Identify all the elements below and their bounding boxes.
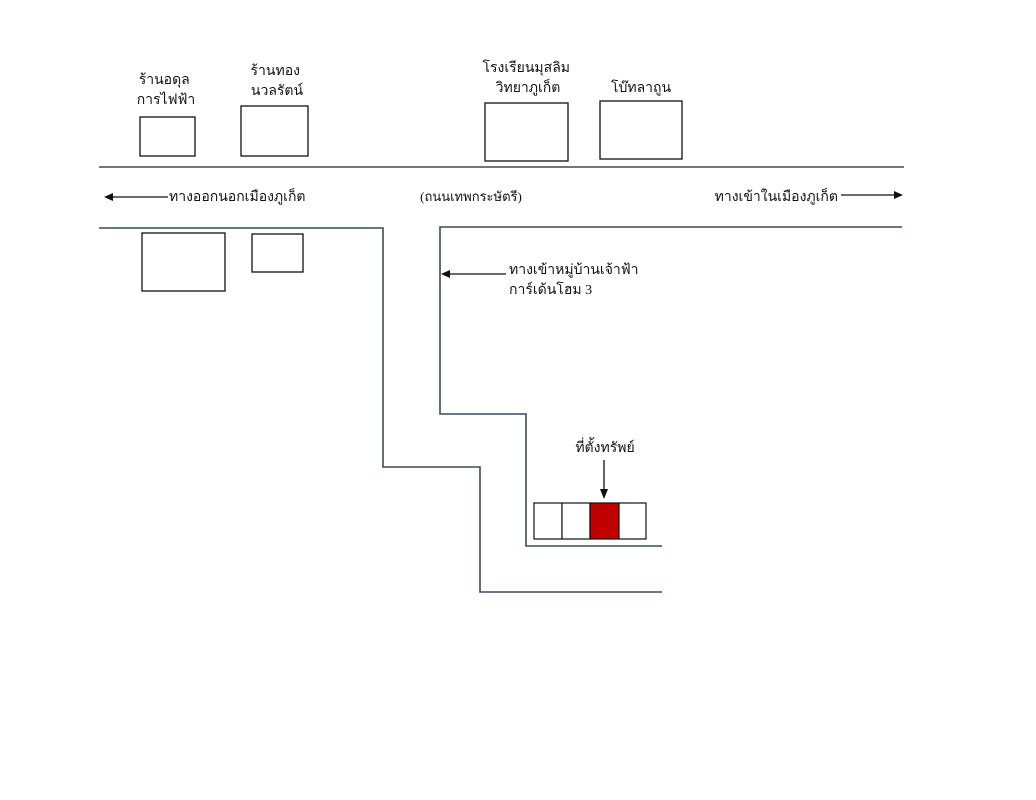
main-road-south-edge-west — [99, 227, 662, 593]
row-unit-2 — [561, 502, 591, 540]
property-label: ที่ตั้งทรัพย์ — [575, 437, 634, 456]
exit-phuket-label: ทางออกนอกเมืองภูเก็ต — [169, 187, 306, 205]
gold-shop-label: ร้านทอง นวลรัตน์ — [251, 63, 304, 99]
village-entrance-arrow-icon — [441, 270, 450, 278]
south-building-1 — [141, 232, 226, 292]
school-building — [484, 102, 569, 162]
row-unit-1 — [533, 502, 563, 540]
road-name-label: (ถนนเทพกระษัตรี) — [420, 189, 522, 204]
shrine-building — [599, 100, 683, 160]
shop-electric-label: ร้านอดุล การไฟฟ้า — [137, 72, 196, 108]
enter-phuket-label: ทางเข้าในเมืองภูเก็ต — [715, 187, 838, 205]
row-unit-4 — [618, 502, 647, 540]
village-entrance-label: ทางเข้าหมู่บ้านเจ้าฟ้า การ์เด้นโฮม 3 — [509, 262, 642, 298]
main-road-south-edge-east — [439, 226, 902, 547]
south-building-2 — [251, 233, 304, 273]
exit-phuket-arrow-icon — [104, 193, 113, 201]
shop-electric-building — [139, 116, 196, 157]
school-label: โรงเรียนมุสลิม วิทยาภูเก็ต — [482, 59, 573, 96]
shrine-label: โบ๊ทลาถูน — [611, 79, 672, 96]
property-unit-highlighted — [589, 502, 620, 540]
property-arrow-icon — [600, 489, 608, 499]
enter-phuket-arrow-icon — [894, 191, 903, 199]
gold-shop-building — [240, 105, 309, 157]
